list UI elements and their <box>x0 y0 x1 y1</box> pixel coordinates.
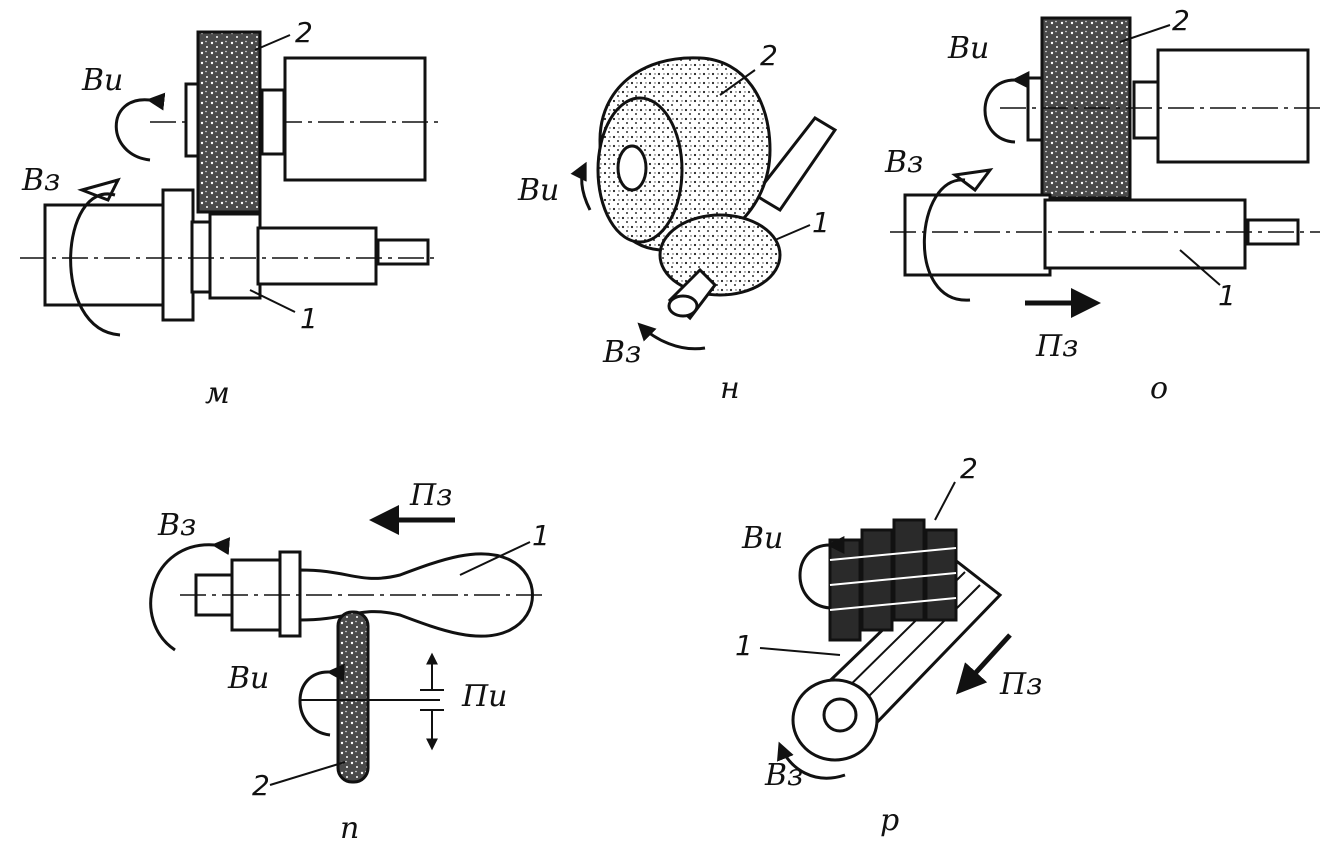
work-number: 1 <box>812 206 830 239</box>
tool-rotation-arrow <box>298 663 345 737</box>
work-rotation-arrowhead <box>77 177 121 202</box>
work-feed-label: Пз <box>999 667 1043 702</box>
panel-r: Ви Пз Вз 2 1 р <box>735 452 1043 838</box>
work-disc <box>658 213 782 297</box>
panel-caption: о <box>1150 371 1168 406</box>
work-rotation-arrow <box>777 741 846 780</box>
tool-rotation-arrow <box>570 161 592 211</box>
panel-caption: м <box>205 376 230 411</box>
panel-o: Ви Вз Пз 2 1 о <box>884 4 1320 406</box>
work-rotation-label: Вз <box>157 508 196 543</box>
tool-rotation-label: Ви <box>741 521 783 556</box>
tool-rotation-label: Ви <box>81 63 123 98</box>
panel-p: Вз Пз Ви Пи 1 2 п <box>149 478 550 846</box>
tool-rotation-label: Ви <box>947 31 989 66</box>
work-rotation-label: Вз <box>884 145 923 180</box>
tool-rotation-label: Ви <box>517 173 559 208</box>
work-number: 1 <box>735 629 753 662</box>
wheel-spindle-housing <box>1156 48 1310 164</box>
tool-number: 2 <box>295 16 313 49</box>
panel-caption: р <box>880 803 899 838</box>
tool-number: 2 <box>960 452 978 485</box>
leader-2 <box>254 34 291 51</box>
wheel-hub <box>616 144 648 192</box>
work-rotation-label: Вз <box>602 335 641 370</box>
work-number: 1 <box>532 519 550 552</box>
grinding-hob <box>828 518 958 642</box>
work-feed-label: Пз <box>409 478 453 513</box>
hob-disc-3 <box>892 518 926 622</box>
leader-2 <box>719 69 756 96</box>
work-handle <box>298 552 534 638</box>
panel-m: Ви Вз 2 1 м <box>20 16 440 411</box>
work-shaft <box>752 116 838 213</box>
work-collar <box>161 188 195 322</box>
wheel-flange <box>1132 80 1160 140</box>
work-rotation-arrow <box>922 178 971 302</box>
leader-2 <box>1119 24 1171 43</box>
wheel-flange <box>260 88 286 156</box>
hob-tooth-row-1 <box>829 547 957 561</box>
work-collar <box>278 550 302 638</box>
work-rotation-arrowhead <box>951 168 994 193</box>
leader-1 <box>1179 249 1221 286</box>
tool-rotation-arrow <box>798 535 845 610</box>
shaft-center <box>822 697 858 733</box>
leader-1 <box>774 224 811 241</box>
leader-1 <box>459 541 531 576</box>
hob-disc-1 <box>828 538 862 642</box>
leader-2 <box>934 481 956 521</box>
hob-tooth-row-2 <box>829 572 957 586</box>
tool-number: 2 <box>1172 4 1190 37</box>
hob-tooth-row-3 <box>829 597 957 611</box>
work-chuck <box>43 203 167 307</box>
panel-caption: п <box>340 811 359 846</box>
work-rotation-label: Вз <box>21 163 60 198</box>
work-number: 1 <box>300 302 318 335</box>
work-shaft <box>256 226 378 286</box>
wheel-flange-left <box>1026 76 1044 142</box>
work-shaft <box>1043 198 1247 270</box>
leader-2 <box>269 761 346 786</box>
work-rotation-arrow <box>149 537 231 652</box>
work-tail <box>376 238 430 266</box>
tool-feed-label: Пи <box>461 679 507 714</box>
grinding-wheel-rod <box>336 610 370 784</box>
tool-number: 2 <box>252 769 270 802</box>
tool-rotation-label: Ви <box>227 661 269 696</box>
grinding-wheel <box>196 30 262 214</box>
wheel-spindle-housing <box>283 56 427 182</box>
work-rotation-label: Вз <box>764 758 803 793</box>
leader-1 <box>249 289 296 313</box>
work-stub-end <box>667 294 699 318</box>
work-rotation-arrow <box>637 322 706 351</box>
tool-rotation-arrow <box>114 92 166 162</box>
work-feed-arrow <box>955 633 1012 695</box>
work-feed-label: Пз <box>1035 329 1079 364</box>
tool-rotation-arrow <box>983 70 1030 144</box>
panel-caption: н <box>720 371 740 406</box>
panel-n: 2 1 Ви Вз н <box>517 39 838 406</box>
work-grind-zone <box>208 212 262 300</box>
work-number: 1 <box>1218 279 1236 312</box>
leader-1 <box>759 647 841 656</box>
tool-number: 2 <box>760 39 778 72</box>
